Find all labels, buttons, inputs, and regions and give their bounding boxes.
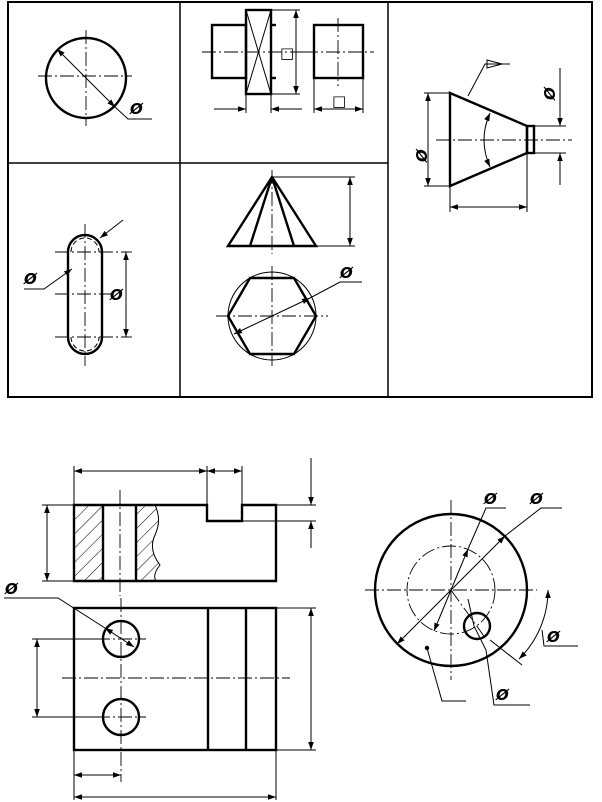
flange-disc-figure: Ø Ø Ø Ø	[365, 490, 578, 706]
taper-angle-arc	[483, 112, 491, 168]
angle-leader	[541, 629, 578, 647]
pyramid-front-view	[225, 170, 355, 254]
taper-symbol	[486, 59, 504, 69]
exercise-table	[7, 1, 593, 398]
reference-leader	[426, 647, 466, 702]
pyramid-edge-2	[270, 176, 296, 247]
bolt-dia-leader	[467, 598, 530, 706]
small-diameter-symbol: Ø	[541, 86, 559, 101]
bolt-diameter-symbol: Ø	[495, 686, 510, 704]
outer-dia-leader	[504, 507, 562, 537]
square-symbol-side: □	[332, 92, 346, 110]
prism-front-view: □	[202, 8, 306, 113]
hex-diameter-dimension	[233, 297, 311, 335]
prism-side-view: □	[304, 18, 374, 113]
part-top-view: Ø	[4, 580, 316, 800]
diameter-leader	[114, 106, 152, 120]
part-front-view	[42, 458, 316, 596]
diameter-dimension-line	[56, 48, 116, 108]
hole-dia-leader	[4, 597, 106, 629]
pitch-diameter-dimension	[433, 548, 469, 632]
pyramid-edge-1	[248, 176, 274, 247]
pitch-diameter-symbol: Ø	[483, 490, 498, 508]
angle-diameter-symbol: Ø	[546, 628, 561, 646]
square-prism-figure: □ □	[202, 8, 374, 113]
diameter-symbol: Ø	[129, 100, 144, 118]
hole-diameter-symbol: Ø	[4, 580, 19, 598]
prism-side-square	[312, 23, 365, 80]
hatch-right	[136, 505, 160, 581]
hatch-left	[74, 505, 103, 581]
large-diameter-symbol: Ø	[413, 148, 431, 163]
hex-pyramid-figure: Ø	[216, 170, 362, 366]
taper-leader	[467, 63, 510, 97]
angle-ext-line	[489, 639, 523, 666]
break-line	[151, 504, 161, 582]
truncated-cone-figure: Ø Ø	[413, 59, 572, 212]
hole-dia-dimension	[104, 627, 135, 648]
cone-outline	[448, 91, 529, 188]
slot-width-arrow	[99, 219, 124, 239]
hex-diameter-leader	[309, 281, 362, 299]
prism-left-stub	[210, 23, 248, 80]
pyramid-top-view: Ø	[216, 264, 362, 366]
slot-width-leader	[24, 268, 73, 290]
top-outline	[72, 606, 278, 752]
slot-figure: Ø Ø	[23, 219, 132, 366]
square-symbol-front: □	[280, 44, 294, 62]
pitch-dia-leader	[467, 507, 506, 550]
cone-end-stub	[525, 124, 536, 155]
table-border	[7, 1, 593, 398]
angle-arc	[518, 589, 551, 660]
slot-length-symbol: Ø	[109, 286, 124, 304]
circle-diameter-figure: Ø	[38, 30, 152, 126]
front-outline	[72, 503, 278, 583]
slot-width-symbol: Ø	[23, 270, 38, 288]
outer-diameter-symbol: Ø	[529, 490, 544, 508]
hex-diameter-symbol: Ø	[339, 264, 354, 282]
